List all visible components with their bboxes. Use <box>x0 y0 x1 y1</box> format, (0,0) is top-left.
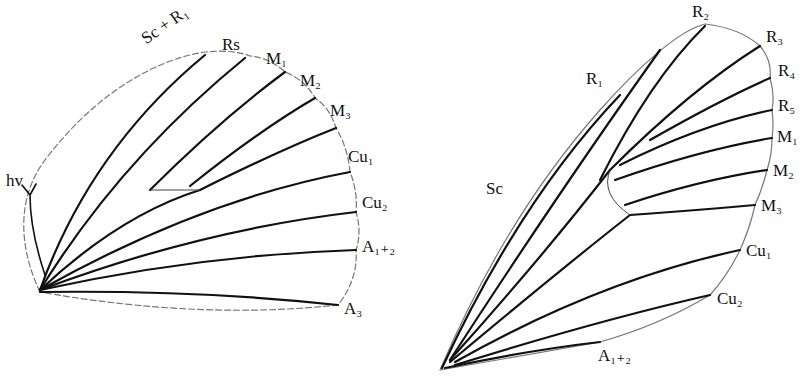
vein-label: R₂ <box>692 3 709 20</box>
vein-label: M₃ <box>761 197 782 214</box>
vein-label: Sc <box>486 180 503 197</box>
vein-label: Cu₁ <box>348 148 374 165</box>
crossvein <box>150 190 200 191</box>
vein-label: Cu₂ <box>362 194 388 211</box>
vein-label: Cu₁ <box>746 242 772 259</box>
vein-label: M₂ <box>300 72 321 89</box>
forewing-veins <box>442 26 772 368</box>
vein-label: R₅ <box>778 97 795 114</box>
hindwing-outline <box>24 51 359 310</box>
vein-label: M₃ <box>330 102 351 119</box>
vein-label: A₁₊₂ <box>598 347 631 364</box>
vein-label: A₃ <box>344 300 362 317</box>
vein-label: A₁₊₂ <box>362 238 395 255</box>
crossvein <box>608 170 631 215</box>
forewing-outline <box>440 24 773 370</box>
vein-label: Rs <box>222 36 240 53</box>
hindwing-veins <box>22 55 356 305</box>
vein-label: R₁ <box>586 70 603 87</box>
vein-label: M₁ <box>266 50 287 67</box>
vein-label: M₁ <box>777 128 798 145</box>
vein-label: M₂ <box>773 162 794 179</box>
vein-label: Cu₂ <box>717 290 743 307</box>
vein-label: Sc + R₁ <box>138 3 191 47</box>
vein-label: R₃ <box>766 28 783 45</box>
vein-label: R₄ <box>778 62 795 79</box>
vein-label: hv <box>6 172 23 189</box>
